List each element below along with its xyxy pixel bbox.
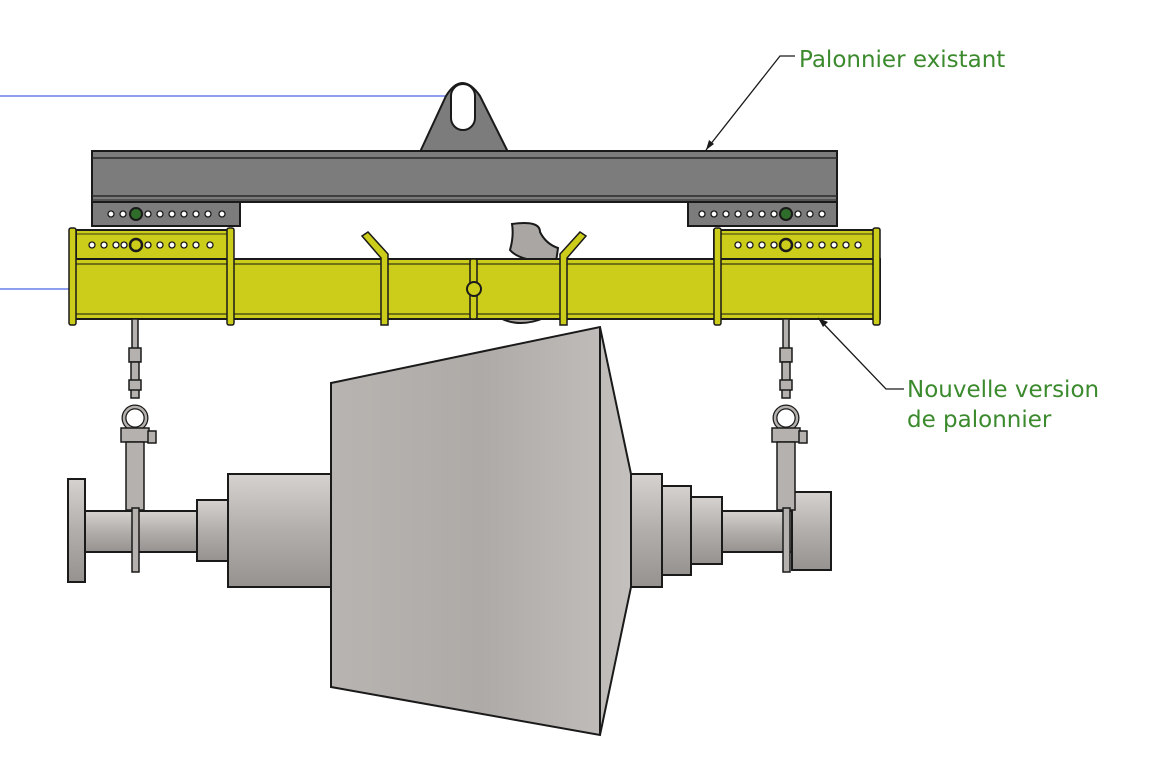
right-sling	[771, 318, 808, 573]
callout-new-leader	[817, 317, 904, 390]
turnbuckle-icon	[128, 347, 142, 399]
lifting-eye-icon	[418, 82, 510, 153]
rotor	[67, 325, 832, 737]
existing-beam	[91, 150, 838, 227]
label-new-spreader-line2: de palonnier	[907, 407, 1052, 433]
label-new-spreader-line1: Nouvelle version	[907, 377, 1100, 403]
shackle-icon	[771, 404, 808, 444]
callout-existing-leader	[705, 55, 795, 151]
turnbuckle-icon	[779, 347, 793, 399]
label-existing-spreader: Palonnier existant	[799, 47, 1006, 73]
left-sling	[120, 318, 157, 573]
shackle-icon	[120, 404, 157, 444]
new-beam	[68, 227, 881, 326]
label-new-spreader: Nouvelle version de palonnier	[907, 375, 1099, 435]
